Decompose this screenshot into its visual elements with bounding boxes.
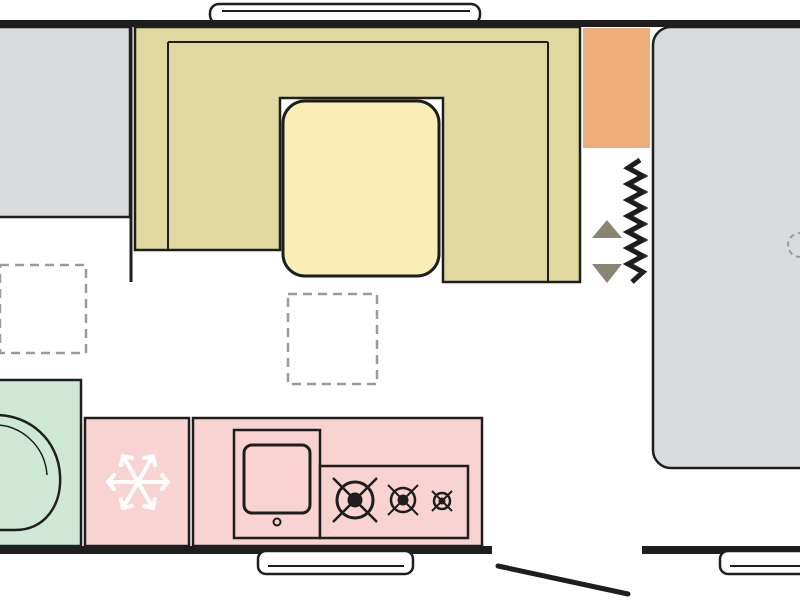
entry-door-icon — [495, 563, 631, 597]
bottom-window-icon — [256, 549, 415, 576]
fridge — [83, 416, 191, 548]
dinette-seating — [133, 25, 582, 284]
sink-icon — [232, 428, 322, 540]
dinette-table — [281, 99, 441, 278]
gas-burner-icon — [431, 490, 453, 512]
rooflight-icon — [787, 232, 800, 258]
bottom-right-window-icon — [718, 549, 800, 576]
top-window-icon — [208, 2, 482, 26]
gas-burner-icon — [387, 484, 419, 516]
floor-hatch-centre — [286, 292, 379, 386]
toilet-icon — [0, 414, 62, 532]
washroom — [0, 378, 83, 548]
left-bed — [0, 25, 132, 219]
step-arrows-icon — [592, 220, 622, 283]
hob — [318, 464, 470, 540]
gas-burner-icon — [332, 477, 378, 523]
kitchen-unit — [191, 416, 484, 548]
wardrobe — [583, 28, 650, 148]
snowflake-icon — [106, 454, 170, 510]
radiator-icon — [622, 157, 649, 284]
floor-hatch-left — [0, 263, 88, 355]
right-bed — [651, 25, 800, 470]
exterior-walls — [0, 20, 800, 554]
